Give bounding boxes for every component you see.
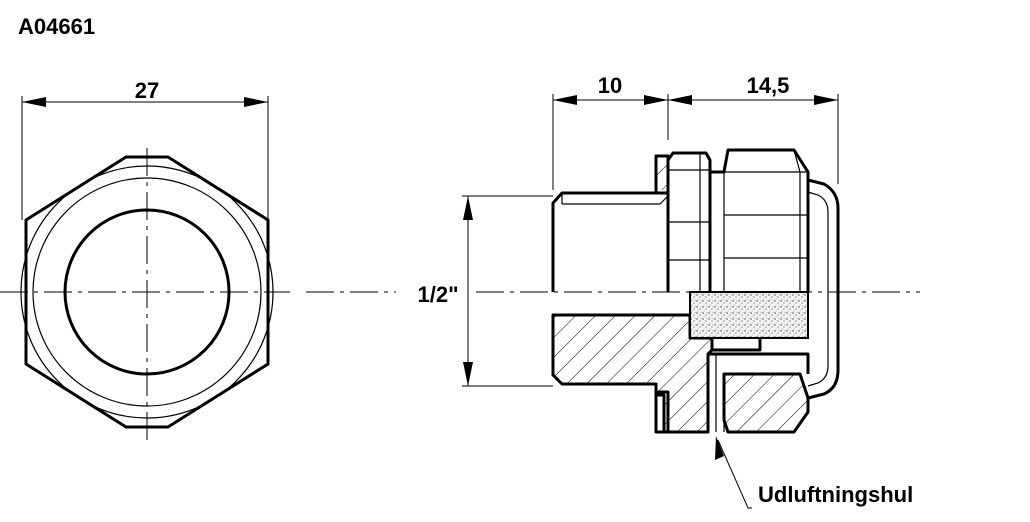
dim-27-label: 27: [135, 78, 159, 103]
dim-half-inch-arrow-bottom: [463, 362, 473, 386]
cap-rim-inner: [807, 191, 829, 387]
washer-lower: [654, 390, 670, 434]
dim-half-inch-arrow-top: [463, 196, 473, 220]
chamfer-circle: [20, 165, 274, 419]
face-circle: [32, 177, 262, 407]
dim-10-label: 10: [598, 73, 622, 98]
washer-upper-hatch: [656, 160, 668, 190]
dim-half-inch-label: 1/2": [417, 282, 458, 307]
side-view: 10 14,5 1/2" Udluftningshul: [306, 73, 920, 509]
body-hatched-section: [551, 313, 714, 434]
dim-14-5-arrow-left: [668, 95, 692, 105]
cap-chamfer: [793, 149, 801, 292]
vent-hole-label: Udluftningshul: [758, 482, 913, 507]
thread-upper-outline: [551, 191, 670, 292]
filter-insert: [689, 291, 809, 339]
vent-leader-arrow: [715, 436, 724, 460]
dim-10-arrow-left: [553, 95, 577, 105]
dim-10-arrow-right: [644, 95, 668, 105]
cap-lower-step: [712, 338, 762, 352]
bore-circle: [63, 208, 231, 376]
dim-27-arrow-right: [244, 97, 268, 107]
cap-hatched-section: [722, 372, 810, 434]
dim-27-arrow-left: [22, 97, 46, 107]
front-view: 27: [0, 78, 290, 440]
cap-upper-outline: [710, 148, 810, 292]
dim-14-5-label: 14,5: [747, 73, 790, 98]
vent-leader-line: [717, 439, 752, 509]
part-number: A04661: [18, 14, 95, 39]
dim-14-5-arrow-right: [814, 95, 838, 105]
hex-body-upper: [666, 151, 712, 292]
cap-rim: [807, 178, 840, 400]
cap-lower-channel: [708, 352, 810, 374]
